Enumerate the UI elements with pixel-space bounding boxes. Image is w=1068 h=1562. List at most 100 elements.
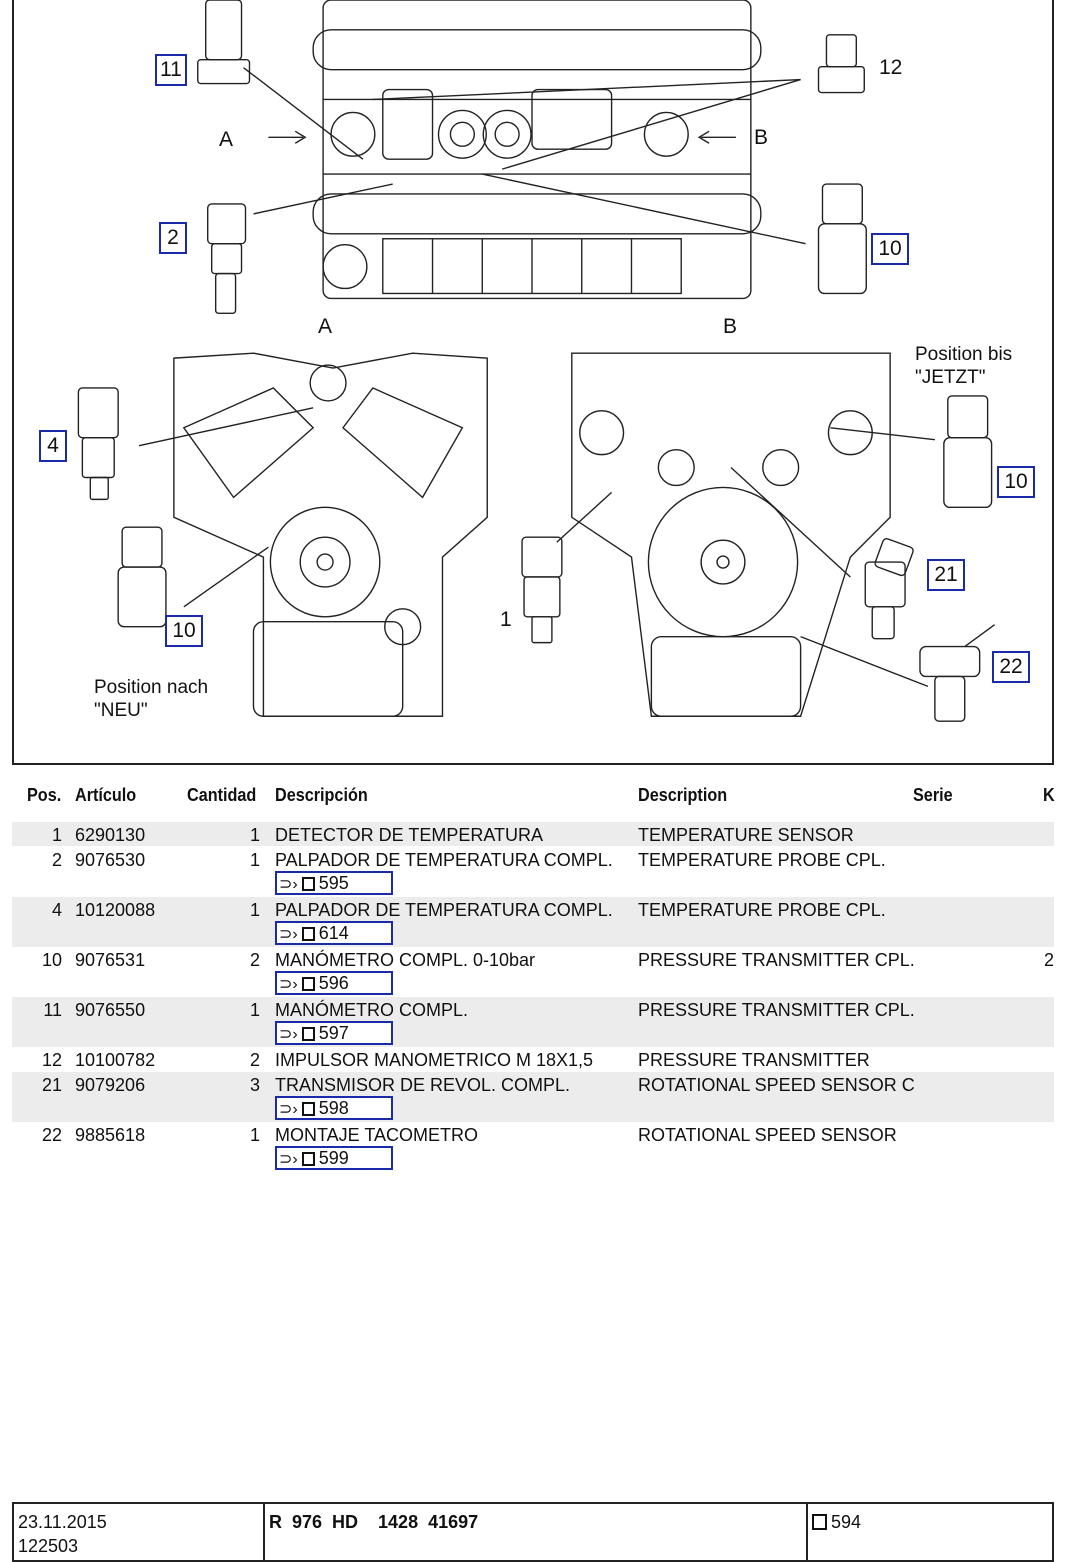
footer-divider xyxy=(806,1504,808,1560)
callout-10[interactable]: 10 xyxy=(997,466,1035,498)
link-arrow-icon: ⊃› xyxy=(279,1151,298,1168)
cell-description: TEMPERATURE PROBE CPL. xyxy=(638,850,886,870)
note-line: Position nach xyxy=(94,677,209,698)
page-icon xyxy=(301,877,315,891)
page-footer: 23.11.2015 122503 R 976 HD 1428 41697 59… xyxy=(12,1502,1054,1562)
note-position-nach: Position nach "NEU" xyxy=(94,676,208,722)
table-row[interactable]: 21 9079206 3 TRANSMISOR DE REVOL. COMPL.… xyxy=(12,1072,1054,1122)
header-serie: Serie xyxy=(913,785,953,805)
table-row[interactable]: 10 9076531 2 MANÓMETRO COMPL. 0-10bar PR… xyxy=(12,947,1054,997)
table-row[interactable]: 12 10100782 2 IMPULSOR MANOMETRICO M 18X… xyxy=(12,1047,1054,1071)
note-line: "NEU" xyxy=(94,700,148,721)
footer-code: 122503 xyxy=(18,1536,79,1556)
cell-descripcion: MANÓMETRO COMPL. xyxy=(275,1000,469,1020)
page-reference-link[interactable]: ⊃› 595 xyxy=(275,871,393,895)
cell-articulo: 9076550 xyxy=(75,1000,146,1020)
footer-model: R 976 HD 1428 41697 xyxy=(269,1512,479,1532)
cell-pos: 12 xyxy=(41,1050,62,1070)
cell-description: TEMPERATURE SENSOR xyxy=(638,825,854,845)
page-icon xyxy=(301,927,315,941)
page-icon xyxy=(301,1027,315,1041)
cell-cantidad: 1 xyxy=(249,1000,260,1020)
cell-description: PRESSURE TRANSMITTER CPL. xyxy=(638,950,915,970)
table-row[interactable]: 11 9076550 1 MANÓMETRO COMPL. PRESSURE T… xyxy=(12,997,1054,1047)
page-ref-number: 596 xyxy=(318,973,349,993)
cell-cantidad: 2 xyxy=(249,950,260,970)
callout-10[interactable]: 10 xyxy=(165,615,203,647)
page-reference-link[interactable]: ⊃›596 xyxy=(275,971,393,995)
cell-descripcion: MANÓMETRO COMPL. 0-10bar xyxy=(275,950,536,970)
link-arrow-icon: ⊃› xyxy=(279,1026,298,1043)
cell-pos: 21 xyxy=(41,1075,62,1095)
footer-date: 23.11.2015 xyxy=(18,1512,107,1532)
cell-articulo: 10120088 xyxy=(75,900,156,920)
page-reference-link[interactable]: ⊃› 598 xyxy=(275,1096,393,1120)
header-descripcion: Descripción xyxy=(275,785,368,805)
page-ref-number: 597 xyxy=(318,1023,349,1043)
note-line: Position bis xyxy=(915,344,1013,365)
callout-4[interactable]: 4 xyxy=(39,430,67,462)
cell-description: PRESSURE TRANSMITTER xyxy=(638,1050,870,1070)
table-row[interactable]: 22 9885618 1 MONTAJE TACOMETRO ROTATIONA… xyxy=(12,1122,1054,1172)
cell-pos: 1 xyxy=(51,825,62,845)
page-icon xyxy=(301,1152,315,1166)
cell-articulo: 9079206 xyxy=(75,1075,146,1095)
engine-line-drawing xyxy=(77,0,995,722)
page-icon xyxy=(812,1514,827,1530)
header-description: Description xyxy=(638,785,728,805)
cell-cantidad: 1 xyxy=(249,850,260,870)
page-ref-number: 614 xyxy=(318,923,349,943)
page-reference-link[interactable]: ⊃›599 xyxy=(275,1146,393,1170)
view-a-title: A xyxy=(318,315,333,338)
link-arrow-icon: ⊃› xyxy=(279,876,298,893)
header-cantidad: Cantidad xyxy=(187,785,257,805)
exploded-view-figure: 11 2 10 4 10 10 21 22 12 1 A B A B Posit… xyxy=(12,0,1054,765)
cell-descripcion: IMPULSOR MANOMETRICO M 18X1,5 xyxy=(275,1050,594,1070)
callout-21[interactable]: 21 xyxy=(927,559,965,591)
cell-pos: 4 xyxy=(51,900,62,920)
link-arrow-icon: ⊃› xyxy=(279,1101,298,1118)
header-pos: Pos. xyxy=(27,785,62,805)
callout-2[interactable]: 2 xyxy=(159,222,187,254)
page-icon xyxy=(301,1102,315,1116)
cell-description: ROTATIONAL SPEED SENSOR C xyxy=(638,1075,915,1095)
view-b-arrow-label: B xyxy=(754,126,769,149)
cell-pos: 22 xyxy=(41,1125,62,1145)
cell-articulo: 10100782 xyxy=(75,1050,156,1070)
header-k: K xyxy=(1043,785,1055,805)
cell-descripcion: TRANSMISOR DE REVOL. COMPL. xyxy=(275,1075,571,1095)
cell-k: 2 xyxy=(1044,950,1055,970)
page-ref-number: 598 xyxy=(318,1098,349,1118)
cell-pos: 2 xyxy=(51,850,62,870)
page-reference-link[interactable]: ⊃›614 xyxy=(275,921,393,945)
label-12: 12 xyxy=(879,56,903,79)
cell-cantidad: 1 xyxy=(249,825,260,845)
cell-descripcion: PALPADOR DE TEMPERATURA COMPL. xyxy=(275,850,613,870)
view-a-arrow-label: A xyxy=(219,128,234,151)
table-row[interactable]: 1 6290130 1 DETECTOR DE TEMPERATURA TEMP… xyxy=(12,822,1054,846)
cell-pos: 10 xyxy=(41,950,62,970)
cell-descripcion: PALPADOR DE TEMPERATURA COMPL. xyxy=(275,900,613,920)
page-ref-number: 595 xyxy=(318,873,349,893)
cell-articulo: 6290130 xyxy=(75,825,146,845)
callout-10[interactable]: 10 xyxy=(871,233,909,265)
callout-22[interactable]: 22 xyxy=(992,651,1030,683)
label-1: 1 xyxy=(500,608,512,631)
page-reference-link[interactable]: ⊃› 597 xyxy=(275,1021,393,1045)
cell-description: PRESSURE TRANSMITTER CPL. xyxy=(638,1000,915,1020)
cell-descripcion: MONTAJE TACOMETRO xyxy=(275,1125,479,1145)
table-row[interactable]: 4 10120088 1 PALPADOR DE TEMPERATURA COM… xyxy=(12,897,1054,947)
cell-articulo: 9076531 xyxy=(75,950,146,970)
table-row[interactable]: 2 9076530 1 PALPADOR DE TEMPERATURA COMP… xyxy=(12,847,1054,897)
cell-description: ROTATIONAL SPEED SENSOR xyxy=(638,1125,897,1145)
cell-cantidad: 2 xyxy=(249,1050,260,1070)
cell-articulo: 9885618 xyxy=(75,1125,146,1145)
cell-description: TEMPERATURE PROBE CPL. xyxy=(638,900,886,920)
page-icon xyxy=(301,977,315,991)
view-b-title: B xyxy=(723,315,738,338)
cell-descripcion: DETECTOR DE TEMPERATURA xyxy=(275,825,544,845)
callout-11[interactable]: 11 xyxy=(155,54,187,86)
cell-cantidad: 1 xyxy=(249,1125,260,1145)
header-articulo: Artículo xyxy=(75,785,137,805)
cell-cantidad: 1 xyxy=(249,900,260,920)
